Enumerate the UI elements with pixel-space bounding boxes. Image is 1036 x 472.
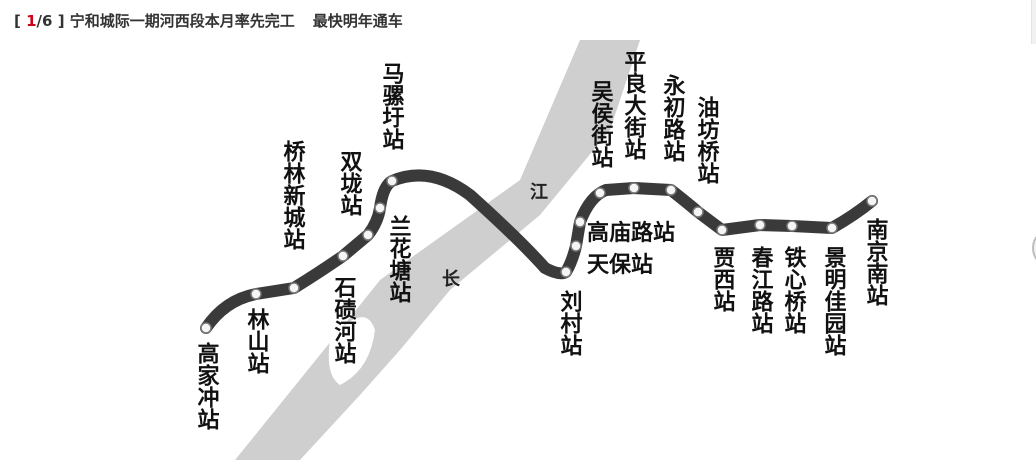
station-dot[interactable]	[288, 282, 300, 294]
station-dot[interactable]	[250, 288, 262, 300]
station-dot[interactable]	[560, 266, 572, 278]
station-label: 高庙路站	[587, 220, 675, 246]
total-count: /6	[36, 12, 53, 30]
station-dot[interactable]	[337, 250, 349, 262]
river-label-jiang: 江	[530, 182, 548, 203]
station-dot[interactable]	[716, 224, 728, 236]
station-dot[interactable]	[754, 219, 766, 231]
station-label: 林山站	[244, 308, 270, 375]
station-label: 石碛河站	[331, 276, 358, 365]
station-label: 春江路站	[748, 246, 774, 335]
station-label: 平良大街站	[621, 50, 648, 161]
station-label: 刘村站	[557, 289, 583, 357]
station-dot[interactable]	[594, 187, 606, 199]
station-dot[interactable]	[374, 202, 386, 214]
station-dot[interactable]	[665, 184, 677, 196]
bracket-open: [	[14, 12, 21, 30]
station-label: 吴侯街站	[588, 80, 615, 169]
station-label: 铁心桥站	[781, 245, 807, 335]
station-dot[interactable]	[570, 240, 582, 252]
station-label: 兰花塘站	[386, 214, 412, 304]
station-label: 油坊桥站	[694, 96, 720, 185]
station-label: 双垅站	[337, 150, 363, 217]
station-label: 贾西站	[710, 246, 736, 313]
river-island	[328, 317, 375, 385]
station-label: 景明佳园站	[821, 246, 847, 357]
caption-title: 宁和城际一期河西段本月率先完工	[69, 12, 295, 30]
station-dot[interactable]	[574, 216, 586, 228]
station-dot[interactable]	[628, 182, 640, 194]
station-dot[interactable]	[200, 322, 212, 334]
thumbnail-panel-edge	[1031, 0, 1036, 44]
station-label: 南京南站	[863, 218, 889, 307]
station-dot[interactable]	[866, 195, 878, 207]
caption-subtitle: 最快明年通车	[312, 12, 403, 30]
station-label: 天保站	[587, 253, 653, 278]
station-dot[interactable]	[386, 175, 398, 187]
station-dot[interactable]	[362, 229, 374, 241]
station-label: 马骡圩站	[379, 62, 405, 151]
station-label: 高家冲站	[194, 341, 220, 431]
station-label: 永初路站	[660, 73, 686, 163]
next-slide-button[interactable]	[1032, 228, 1036, 268]
current-index: 1	[26, 12, 37, 30]
station-dot[interactable]	[786, 220, 798, 232]
metro-line-map: 长 江 高家冲站 林山站 桥林新城站 石碛河站 双垅站 兰花塘站 马骡圩站 刘村…	[194, 40, 889, 460]
station-dot[interactable]	[826, 222, 838, 234]
river-label-chang: 长	[442, 269, 461, 290]
station-label: 桥林新城站	[280, 139, 306, 251]
slide-caption: [ 1/6 ] 宁和城际一期河西段本月率先完工最快明年通车	[14, 10, 403, 31]
bracket-close: ]	[57, 12, 65, 30]
station-dot[interactable]	[692, 206, 704, 218]
